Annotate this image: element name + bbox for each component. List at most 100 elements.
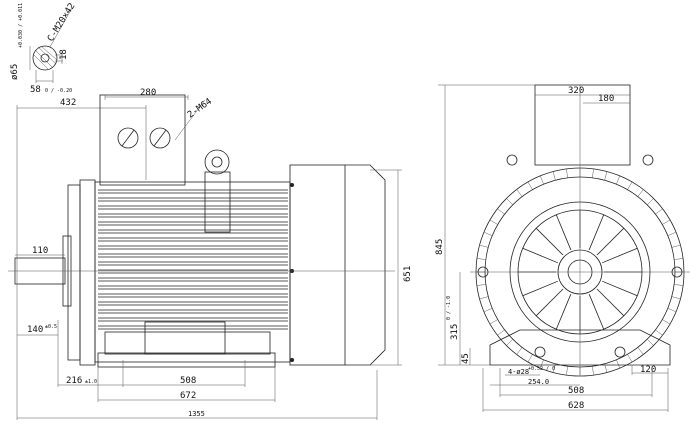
dim-315-tolerance: 0 / -1.0 [446,296,452,320]
housing-rib [539,175,544,185]
dim-120: 120 [640,365,656,375]
dim-651: 651 [403,266,413,282]
housing-rib [506,198,514,206]
fan-spoke [596,288,625,317]
housing-rib [497,208,505,215]
housing-rib [527,354,533,363]
cooling-fin [98,261,288,266]
housing-rib [662,319,671,325]
fan-spoke [535,227,564,256]
housing-rib [539,359,544,369]
dim-180: 180 [598,94,614,104]
dim-315: 315 [450,324,460,340]
dim-845: 845 [435,239,445,255]
housing-rib [674,284,684,286]
housing-rib [483,231,493,236]
shaft-diameter-label: ø65 [10,64,20,80]
cooling-fin [98,325,288,330]
housing-rib [671,296,681,300]
cooling-fin [98,245,288,250]
housing-rib [479,244,489,248]
dim-508-front: 508 [568,386,584,396]
dim-1355: 1355 [188,410,205,418]
housing-rib [604,171,608,181]
housing-rib [646,338,654,346]
cooling-fin [98,205,288,210]
housing-rib [516,347,523,355]
side-view: 432 280 2-M64 110 140 ±0.5 216 ±1.0 508 … [8,88,413,420]
cooling-fin [98,317,288,322]
dim-216: 216 [66,376,82,386]
housing-rib [489,319,498,325]
fan-spoke [602,280,638,297]
housing-rib [637,189,644,197]
fan-spoke [588,294,605,330]
housing-rib [566,366,568,376]
dim-140-tolerance: ±0.5 [45,324,57,330]
shaft-section-detail: ø65 +0.030 / +0.011 18 58 0 / -0.20 C-M2… [10,2,78,95]
cooling-fin [98,197,288,202]
housing-rib [566,168,568,178]
dim-280: 280 [140,88,156,98]
housing-rib [662,219,671,225]
key-depth-label: 58 [30,85,41,95]
housing-rib [627,354,633,363]
dim-628: 628 [568,401,584,411]
cooling-fin [98,253,288,258]
fan-spoke [535,288,564,317]
cooling-fin [98,277,288,282]
cooling-fin [98,229,288,234]
housing-rib [627,181,633,190]
cooling-fin [98,221,288,226]
cooling-fin [98,285,288,290]
housing-rib [476,258,486,260]
housing-rib [592,168,594,178]
housing-rib [489,219,498,225]
housing-rib [655,208,663,215]
dim-432: 432 [60,98,76,108]
dim-254: 254.0 [528,378,549,386]
fan-spoke [596,227,625,256]
dim-140: 140 [27,325,43,335]
housing-rib [667,308,677,313]
housing-rib [497,329,505,336]
housing-rib [479,296,489,300]
fan-spoke [602,247,638,264]
housing-rib [483,308,493,313]
key-width-label: 18 [59,49,69,60]
housing-rib [616,175,621,185]
cooling-fin [98,293,288,298]
dim-320: 320 [568,86,584,96]
housing-rib [506,338,514,346]
dim-672: 672 [180,391,196,401]
dim-110: 110 [32,246,48,256]
fan-spoke [555,214,572,250]
shaft-diameter-tolerance: +0.030 / +0.011 [18,3,24,48]
housing-rib [655,329,663,336]
housing-rib [671,244,681,248]
cooling-fin [98,237,288,242]
housing-rib [616,359,621,369]
cooling-fin [98,301,288,306]
housing-rib [637,347,644,355]
fan-spoke [522,280,558,297]
fan-spoke [588,214,605,250]
front-view: 320 180 845 315 0 / -1.0 45 4-ø28 +0.52 … [435,84,690,412]
housing-rib [667,231,677,236]
key-depth-tolerance: 0 / -0.20 [45,88,72,94]
cooling-fin [98,309,288,314]
housing-rib [552,171,556,181]
housing-rib [476,284,486,286]
dim-45: 45 [461,353,471,364]
fan-spoke [522,247,558,264]
dim-508-side: 508 [180,376,196,386]
cable-entry-label: 2-M64 [186,97,214,121]
cooling-fin [98,213,288,218]
dim-216-tolerance: ±1.0 [85,379,97,385]
thread-label: C-M20×42 [46,2,77,44]
housing-rib [527,181,533,190]
housing-rib [646,198,654,206]
housing-rib [516,189,523,197]
housing-rib [592,366,594,376]
